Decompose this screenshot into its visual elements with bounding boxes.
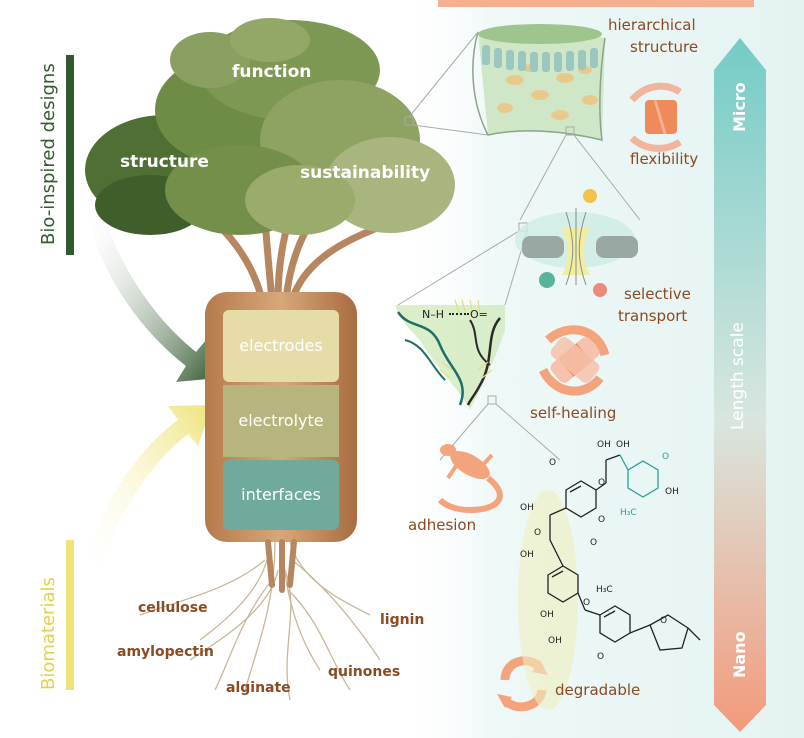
- label-transport: transport: [618, 307, 688, 325]
- chem-o-5: O: [590, 538, 598, 548]
- label-hierarchical-1: hierarchical: [608, 16, 696, 34]
- electrolyte-layer: [223, 385, 339, 457]
- root-label-quinones: quinones: [328, 664, 401, 680]
- hbond-dots: [449, 313, 469, 315]
- gecko-icon: [437, 444, 503, 514]
- hbond-nh: N–H: [422, 308, 444, 321]
- chem-o-9: O: [662, 452, 670, 462]
- hierarchical-block: [472, 24, 606, 141]
- chem-h3c-1: H₃C: [620, 508, 637, 518]
- chem-oh-1: OH: [597, 440, 611, 450]
- canopy-label-function: function: [232, 62, 312, 82]
- label-degradable: degradable: [555, 681, 641, 699]
- layer-label-interfaces: interfaces: [241, 485, 321, 504]
- chem-o-7: O: [597, 652, 605, 662]
- flexibility-icon: [629, 82, 682, 152]
- zoom-lines: [397, 31, 641, 461]
- length-scale-micro: Micro: [730, 82, 749, 132]
- root-label-amylopectin: amylopectin: [117, 644, 214, 660]
- biomaterials-bar: [66, 540, 74, 690]
- hbond-o: O=: [470, 308, 488, 321]
- label-self-healing: self-healing: [530, 404, 617, 422]
- interfaces-layer: [223, 460, 339, 530]
- canopy-label-sustainability: sustainability: [300, 163, 431, 183]
- chem-h3c-2: H₃C: [596, 585, 613, 595]
- root-label-cellulose: cellulose: [138, 600, 208, 616]
- chem-o-3: O: [598, 515, 606, 525]
- trunk-base: [265, 539, 297, 593]
- chem-oh-6: OH: [540, 610, 554, 620]
- length-scale-title: Length scale: [728, 322, 748, 430]
- degradable-arrowhead-2: [497, 694, 512, 708]
- chem-oh-7: OH: [548, 636, 562, 646]
- chem-o-8: O: [660, 616, 668, 626]
- chem-oh-5: OH: [520, 550, 534, 560]
- chem-o-6: O: [583, 598, 591, 608]
- top-bar: [438, 0, 754, 7]
- label-hierarchical-2: structure: [630, 38, 699, 56]
- layer-label-electrolyte: electrolyte: [238, 411, 324, 430]
- chem-oh-2: OH: [616, 440, 630, 450]
- chem-oh-3: OH: [665, 487, 679, 497]
- lignin-structure: [547, 454, 701, 651]
- chem-oh-4: OH: [520, 503, 534, 513]
- material-arrow: [80, 405, 212, 578]
- length-scale-arrow: [714, 38, 766, 732]
- lignin-glow: [518, 490, 578, 710]
- chem-o-4: O: [534, 528, 542, 538]
- tree-canopy: [85, 18, 455, 235]
- label-selective: selective: [624, 285, 691, 303]
- label-adhesion: adhesion: [408, 516, 477, 534]
- side-label-bio-inspired: Bio-inspired designs: [38, 63, 59, 245]
- label-flexibility: flexibility: [630, 150, 699, 168]
- side-label-biomaterials: Biomaterials: [38, 577, 59, 690]
- chem-o-1: O: [549, 458, 557, 468]
- self-healing-icon: [538, 325, 610, 396]
- selective-transport-icon: [515, 189, 638, 297]
- polymer-network: [395, 299, 505, 410]
- length-scale-nano: Nano: [730, 631, 749, 678]
- root-label-alginate: alginate: [226, 680, 291, 696]
- bio-inspired-bar: [66, 55, 74, 255]
- canopy-label-structure: structure: [120, 152, 209, 172]
- root-label-lignin: lignin: [380, 612, 425, 628]
- layer-label-electrodes: electrodes: [239, 336, 323, 355]
- chem-o-2: O: [598, 478, 606, 488]
- design-arrow: [84, 205, 218, 382]
- electrodes-layer: [223, 310, 339, 382]
